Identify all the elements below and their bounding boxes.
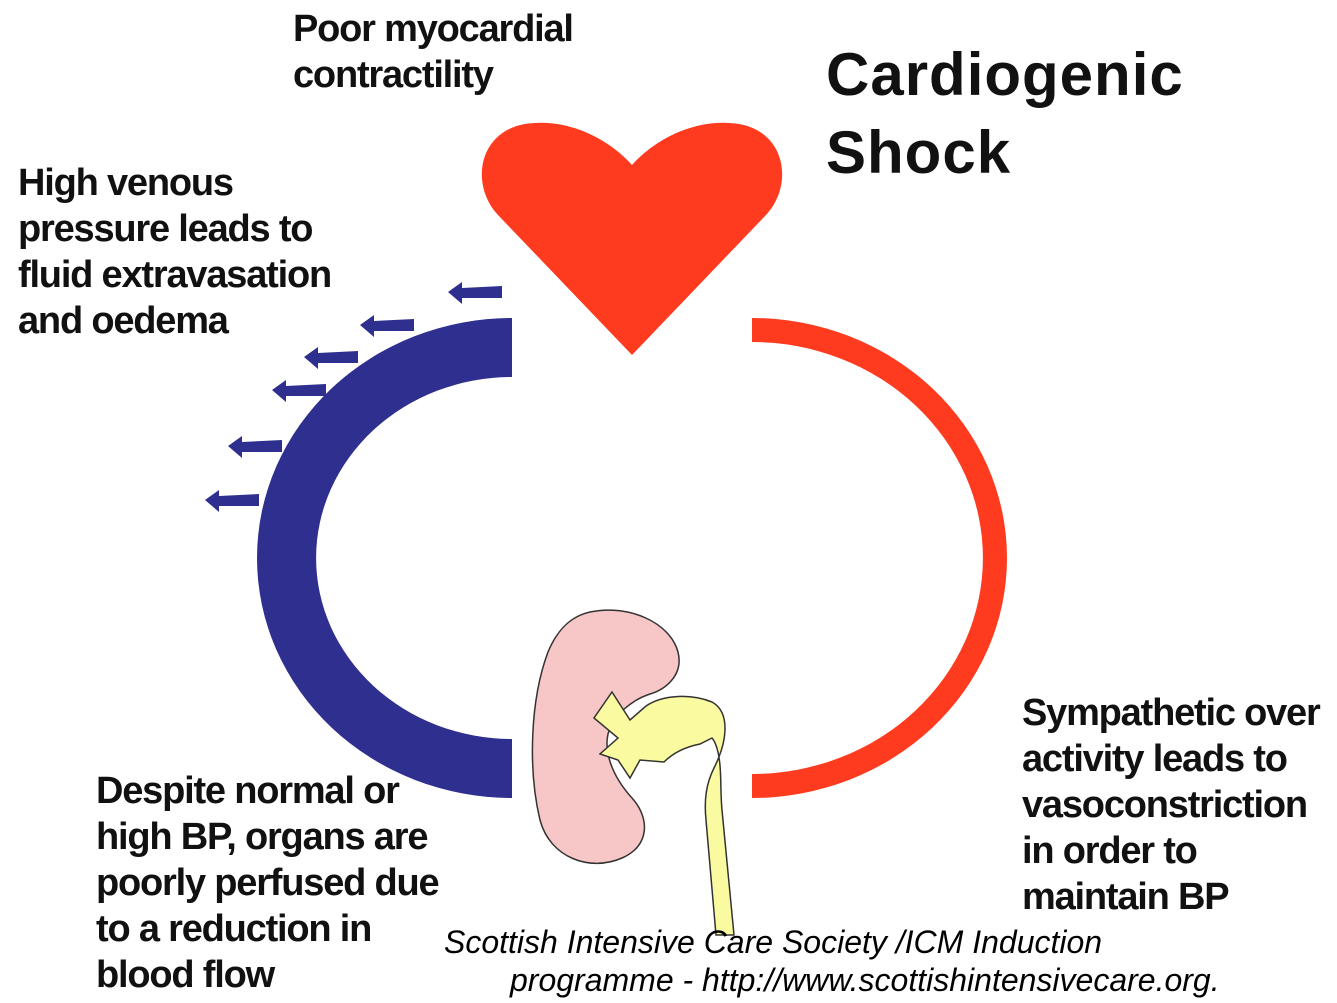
heart-label: Poor myocardial contractility (293, 6, 573, 98)
venous-label: High venous pressure leads to fluid extr… (18, 160, 331, 344)
diagram-title: Cardiogenic Shock (826, 36, 1184, 192)
arterial-arc (752, 318, 1007, 798)
leak-arrow-icon (360, 315, 414, 337)
leak-arrow-icon (228, 436, 282, 458)
leak-arrow-icon (304, 347, 358, 369)
leak-arrow-icon (448, 282, 502, 304)
leak-arrow-icon (272, 380, 326, 402)
credit-line-2: programme - http://www.scottishintensive… (510, 961, 1220, 999)
credit-line-1: Scottish Intensive Care Society /ICM Ind… (444, 923, 1102, 961)
sympathetic-label: Sympathetic over activity leads to vasoc… (1022, 690, 1320, 920)
heart-icon (482, 123, 782, 355)
leak-arrow-icon (205, 490, 259, 512)
organs-label: Despite normal or high BP, organs are po… (96, 768, 438, 998)
